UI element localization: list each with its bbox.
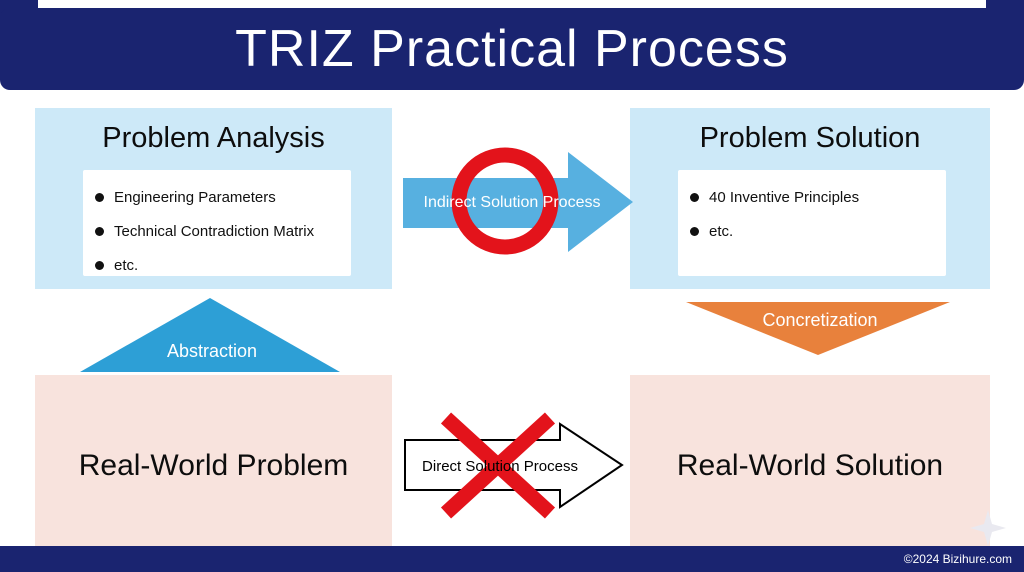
problem-solution-list: 40 Inventive Principles etc. <box>678 170 946 276</box>
list-item-label: etc. <box>114 256 139 274</box>
bullet-icon <box>95 260 104 270</box>
problem-solution-title: Problem Solution <box>699 122 921 154</box>
page-title: TRIZ Practical Process <box>235 20 789 78</box>
list-item: 40 Inventive Principles <box>690 180 934 214</box>
problem-analysis-box: Problem Analysis Engineering Parameters … <box>35 108 392 289</box>
list-item: etc. <box>690 214 934 248</box>
title-bar: TRIZ Practical Process <box>0 8 1024 90</box>
list-item-label: Technical Contradiction Matrix <box>114 222 315 240</box>
right-arrow-outline-shape <box>404 422 624 509</box>
indirect-arrow-label: Indirect Solution Process <box>424 194 601 211</box>
bullet-icon <box>690 192 699 202</box>
sparkle-logo-icon <box>970 510 1006 546</box>
list-item-label: 40 Inventive Principles <box>709 188 860 206</box>
real-world-solution-box: Real-World Solution <box>630 375 990 557</box>
down-triangle-shape <box>686 302 950 355</box>
list-item-label: Engineering Parameters <box>114 188 276 206</box>
copyright-text: ©2024 Bizihure.com <box>903 552 1012 566</box>
direct-solution-arrow: Direct Solution Process <box>404 412 624 519</box>
abstraction-triangle: Abstraction <box>80 298 340 372</box>
indirect-solution-arrow: Indirect Solution Process <box>403 147 633 255</box>
list-item: Technical Contradiction Matrix <box>95 214 339 248</box>
concretization-label: Concretization <box>762 310 877 330</box>
real-world-problem-box: Real-World Problem <box>35 375 392 557</box>
real-world-problem-title: Real-World Problem <box>78 449 349 482</box>
abstraction-label: Abstraction <box>167 341 257 361</box>
bullet-icon <box>95 226 104 236</box>
real-world-solution-title: Real-World Solution <box>676 449 944 482</box>
list-item: etc. <box>95 248 339 282</box>
cross-icon <box>440 412 556 519</box>
list-item-label: etc. <box>709 222 734 240</box>
problem-analysis-title: Problem Analysis <box>102 122 325 154</box>
bullet-icon <box>690 226 699 236</box>
problem-solution-box: Problem Solution 40 Inventive Principles… <box>630 108 990 289</box>
problem-analysis-list: Engineering Parameters Technical Contrad… <box>83 170 351 276</box>
direct-arrow-label: Direct Solution Process <box>422 458 578 475</box>
up-triangle-shape <box>80 298 340 372</box>
list-item: Engineering Parameters <box>95 180 339 214</box>
ok-circle-icon <box>451 147 559 255</box>
bullet-icon <box>95 192 104 202</box>
concretization-triangle: Concretization <box>686 302 950 355</box>
footer-bar: ©2024 Bizihure.com <box>0 546 1024 572</box>
